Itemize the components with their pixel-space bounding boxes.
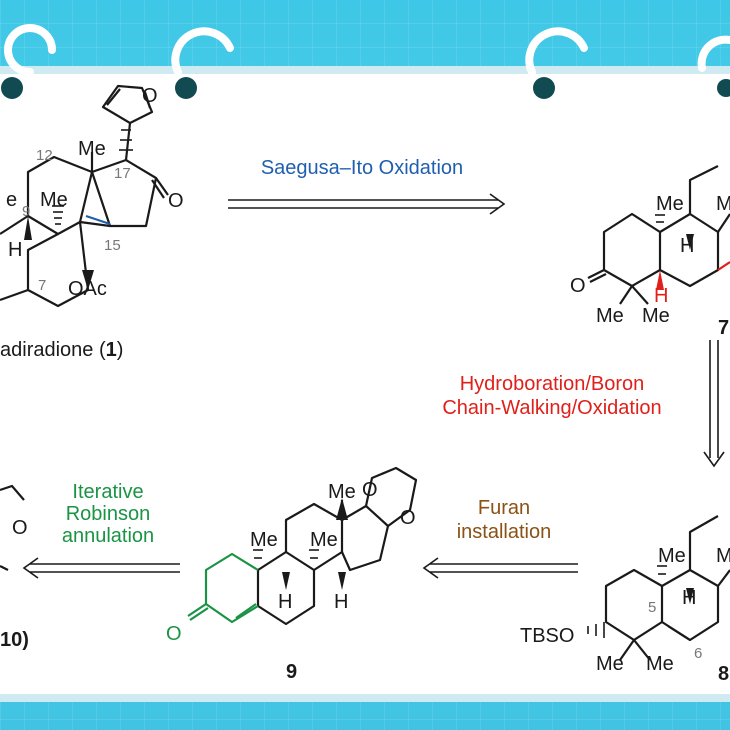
robinson-step-label-3: annulation — [62, 525, 154, 547]
hydroboration-step-label-1: Hydroboration/Boron — [460, 373, 645, 395]
compound-7-red-hydrogen-label: H — [654, 285, 668, 307]
c10-methyl-label: Me — [40, 189, 68, 211]
binder-ring-icon — [171, 27, 234, 99]
compound-8-tbso-hashed-bond — [587, 622, 605, 638]
compound-9-methyl-label: Me — [250, 529, 278, 551]
binder-ring-icon — [697, 35, 730, 97]
binder-ring-icon — [525, 27, 588, 99]
compound-8-number: 8 — [718, 663, 729, 685]
cut-methyl-label: e — [6, 189, 17, 211]
ketone-oxygen-label: O — [168, 190, 184, 212]
c9-h-wedge — [24, 216, 32, 240]
compound-9-a-ring — [187, 552, 259, 624]
c14-c15-double-bond — [85, 214, 111, 226]
ketal-oxygen-label: O — [362, 479, 378, 501]
compound-9-ketone-oxygen-label: O — [166, 623, 182, 645]
compound-8-hashed-bond — [657, 565, 667, 575]
hydroboration-step-label-2: Chain-Walking/Oxidation — [442, 397, 661, 419]
scheme-card — [0, 74, 730, 696]
compound-7-ketone-oxygen-label: O — [570, 275, 586, 297]
compound-7-hashed-bond — [655, 214, 665, 223]
compound-9-methyl-label: Me — [310, 529, 338, 551]
robinson-step-label-2: Robinson — [66, 503, 151, 525]
compound-10-number: 10) — [0, 629, 29, 651]
compound-9-h-wedge — [338, 572, 346, 590]
c13-methyl-label: Me — [78, 138, 106, 160]
compound-8-tbso-label: TBSO — [520, 625, 574, 647]
compound-7-number: 7 — [718, 317, 729, 339]
bottom-strip — [0, 694, 730, 702]
position-6-label: 6 — [694, 645, 702, 662]
compound-8-h-wedge — [686, 588, 694, 604]
compound-9-hydrogen-label: H — [278, 591, 292, 613]
top-strip — [0, 66, 730, 74]
binder-ring-icon — [1, 24, 56, 99]
compound-7-gem-methyl-label: Me — [642, 305, 670, 327]
robinson-step-label-1: Iterative — [72, 481, 143, 503]
compound-8-methyl-label: Me — [658, 545, 686, 567]
oxidation-step-label: Saegusa–Ito Oxidation — [261, 157, 463, 179]
compound-9-number: 9 — [286, 661, 297, 683]
compound-9-h-wedge — [282, 572, 290, 590]
robinson-arrow — [22, 557, 180, 579]
compound-10-structure — [0, 484, 25, 571]
position-7-label: 7 — [38, 277, 46, 294]
furan-step-label-2: installation — [457, 521, 552, 543]
compound-1-name: adiradione (1) — [0, 339, 123, 361]
position-17-label: 17 — [114, 165, 131, 182]
oac-wedge — [82, 270, 94, 290]
compound-10-oxygen-label: O — [12, 517, 28, 539]
compound-1-structure — [0, 84, 169, 308]
compound-8-gem-methyl-label: Me — [596, 653, 624, 675]
position-5-label: 5 — [648, 599, 656, 616]
compound-7-h-wedge — [686, 234, 694, 250]
compound-7-methyl-label: Me — [656, 193, 684, 215]
compound-7-cut-methyl-label: M — [716, 193, 730, 215]
c10-hashed-bond — [52, 205, 64, 225]
position-9-label: 9 — [22, 203, 30, 220]
furan-arrow — [422, 557, 578, 579]
compound-7-gem-methyl-label: Me — [596, 305, 624, 327]
binder-rings — [1, 24, 730, 99]
compound-8-structure — [604, 515, 730, 661]
position-15-label: 15 — [104, 237, 121, 254]
oxidation-arrow — [228, 193, 506, 215]
compound-9-methyl-label: Me — [328, 481, 356, 503]
compound-9-methyl-wedge — [336, 498, 348, 520]
c9-hydrogen-label: H — [8, 239, 22, 261]
compound-7-red-h-wedge — [656, 270, 664, 290]
compound-7-red-bond — [717, 261, 730, 271]
position-12-label: 12 — [36, 147, 53, 164]
compound-7-hydrogen-label: H — [680, 235, 694, 257]
ketal-oxygen-label: O — [400, 507, 416, 529]
furan-step-label-1: Furan — [478, 497, 530, 519]
compound-8-gem-methyl-label: Me — [646, 653, 674, 675]
oac-label: OAc — [68, 278, 107, 300]
compound-9-hashed-bond — [253, 549, 319, 559]
furan-oxygen-label: O — [142, 85, 158, 107]
compound-8-cut-methyl-label: M — [716, 545, 730, 567]
hydroboration-arrow — [703, 340, 725, 468]
c17-hashed-bond — [119, 129, 133, 151]
compound-8-hydrogen-label: H — [682, 587, 696, 609]
compound-9-hydrogen-label: H — [334, 591, 348, 613]
